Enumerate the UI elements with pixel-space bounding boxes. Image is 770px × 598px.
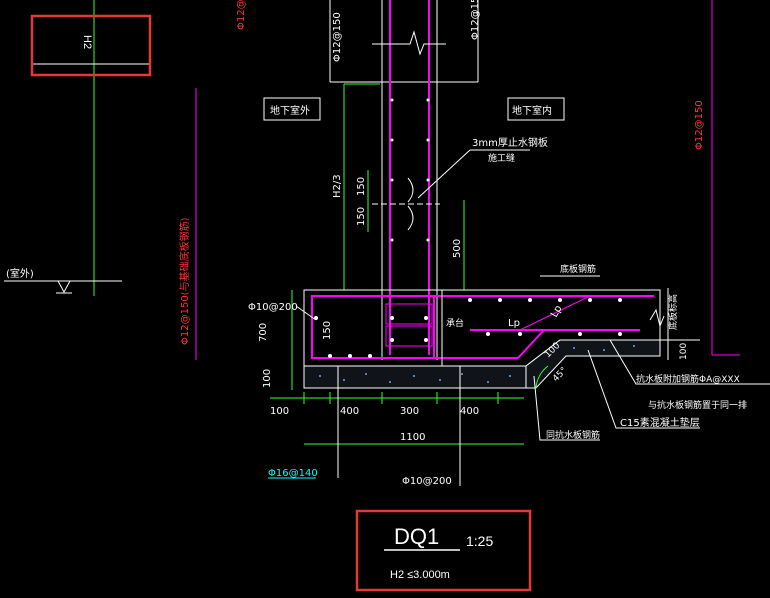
rebar-dots (314, 98, 622, 358)
diagonal-rebar (519, 295, 591, 331)
blinding-hatch (319, 345, 635, 383)
inside-label-box (507, 97, 565, 121)
waterstop-label-2: 施工缝 (488, 152, 515, 164)
h2-highlight-box (30, 14, 152, 77)
slab-rebar-label: 底板钢筋 (560, 263, 596, 275)
dim-300: 300 (400, 406, 419, 417)
slab-level-label: 底板标高 (667, 294, 679, 330)
grade-triangle-icon (57, 280, 71, 294)
outside-label-box (263, 97, 321, 121)
break-line-icon (372, 30, 446, 56)
note-3-leader (587, 349, 700, 429)
rebar-right-label: Φ12@150 (694, 100, 705, 150)
waterstop-leader (417, 149, 471, 199)
slab-break-icon (649, 308, 665, 328)
blinding-layer-right (525, 339, 661, 389)
dim-100: 100 (270, 406, 289, 417)
rebar-left-long-label: Φ12@150(与基础底板钢筋) (178, 217, 191, 345)
phi10-top-leader (295, 305, 317, 321)
dim-400-a: 400 (340, 406, 359, 417)
note-1-leader (609, 339, 770, 385)
lp-label-2: Lp (549, 304, 564, 320)
rebar-phi10-top: Φ10@200 (248, 302, 298, 313)
rebar-phi16: Φ16@140 (268, 468, 318, 479)
dim-1100: 1100 (400, 432, 425, 443)
dim-150-c: 150 (322, 321, 333, 340)
blinding-layer-left (303, 365, 527, 389)
rebar-left-edge-label: Φ12@ (236, 0, 247, 30)
dim-700: 700 (258, 323, 269, 342)
grade-label: (室外) (6, 267, 34, 280)
note-2: 与抗水板钢筋置于同一排 (648, 399, 747, 411)
stirrup-2 (385, 325, 433, 347)
slope-rebar (517, 329, 545, 359)
dim-400-b: 400 (460, 406, 479, 417)
dim-500: 500 (452, 239, 463, 258)
note-3: C15素混凝土垫层 (620, 416, 700, 429)
note-1: 抗水板附加钢筋ΦA@XXX (636, 373, 740, 385)
rebar-top-1-label: Φ12@150 (332, 12, 343, 62)
rebar-top-2-label: Φ12@150 (470, 0, 481, 40)
note-4: 同抗水板钢筋 (546, 429, 600, 441)
dim-150-a: 150 (356, 177, 367, 196)
inside-label: 地下室内 (512, 104, 552, 117)
dim-h2-3: H2/3 (332, 174, 343, 198)
detail-scale: 1:25 (466, 533, 493, 549)
footing-outline-left (311, 295, 435, 359)
angle-arc (535, 365, 549, 389)
detail-title: DQ1 (394, 524, 439, 549)
h2-label: H2 (81, 35, 93, 49)
note-4-leader (533, 375, 600, 441)
outside-label: 地下室外 (270, 104, 310, 117)
waterstop-plate-icon (407, 177, 414, 231)
detail-note: H2 ≤3.000m (390, 569, 450, 581)
waterstop-label-1: 3mm厚止水钢板 (472, 136, 548, 149)
dim-100-vertical: 100 (262, 369, 273, 388)
title-highlight-box (355, 509, 532, 592)
foundation-label: 承台 (446, 317, 464, 329)
lp-label-1: Lp (508, 318, 520, 329)
dim-150-b: 150 (356, 207, 367, 226)
dim-100-v2: 100 (679, 343, 689, 360)
stirrup-1 (385, 303, 433, 325)
rebar-phi10-bottom: Φ10@200 (402, 476, 452, 487)
